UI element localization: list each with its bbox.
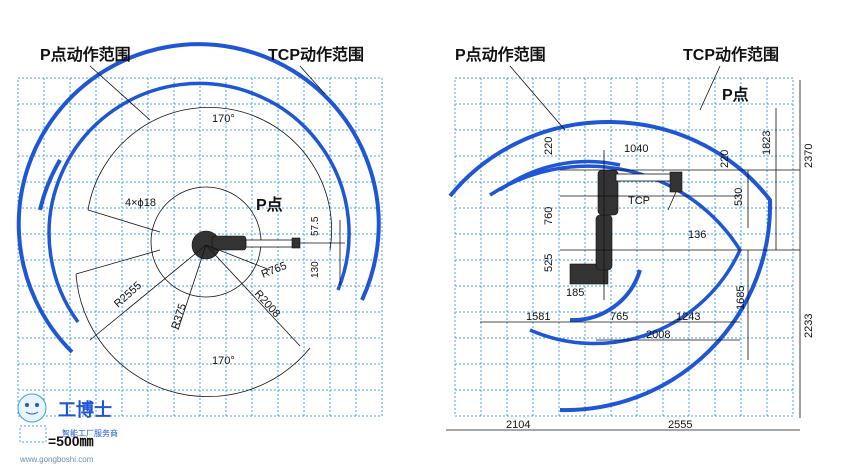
left-view: P点动作范围 TCP动作范围 170° 170° 4×ϕ18 P点 57.5 1… [16, 42, 383, 417]
left-r2008: R2008 [252, 288, 283, 320]
left-robot [191, 230, 301, 260]
left-inner-range [75, 106, 333, 397]
right-dim-2233: 2233 [803, 314, 815, 338]
right-tcp-arc [448, 119, 773, 413]
left-dim-575: 57.5 [310, 216, 321, 236]
left-dim-130: 130 [310, 261, 321, 278]
legend: 工博士 智能工厂服务商 =500㎜ www.gongboshi.com [17, 393, 118, 464]
right-inner-loop [569, 269, 642, 323]
right-dim-1243: 1243 [676, 311, 700, 323]
left-holes-label: 4×ϕ18 [125, 197, 156, 209]
left-r375-line [177, 244, 207, 331]
right-dim-220-a: 220 [543, 137, 555, 155]
left-r375: R375 [169, 302, 189, 331]
scale-square [19, 425, 47, 443]
left-angle-bottom: 170° [212, 355, 235, 367]
right-dim-530: 530 [733, 188, 745, 206]
right-dim-136: 136 [688, 229, 706, 241]
right-dim-2370: 2370 [803, 144, 815, 168]
right-dim-1581: 1581 [526, 311, 550, 323]
left-grid [17, 77, 383, 417]
left-tcp-arc-cap [38, 158, 62, 211]
left-tcp-range-title: TCP动作范围 [268, 45, 364, 64]
right-dim-185: 185 [566, 287, 584, 299]
right-view: P点动作范围 TCP动作范围 P点 TCP 220 1040 220 1823 … [446, 45, 815, 431]
right-dim-1040: 1040 [624, 143, 648, 155]
watermark-brand: 工博士 [58, 399, 112, 420]
left-p-leader [89, 65, 151, 121]
right-dim-765: 765 [610, 311, 628, 323]
right-dim-760: 760 [543, 207, 555, 225]
right-dim-220-b: 220 [719, 150, 731, 168]
left-r765: R765 [260, 260, 289, 281]
watermark-url: www.gongboshi.com [19, 455, 94, 464]
left-p-range-title: P点动作范围 [40, 45, 131, 64]
right-tcp-label: TCP [628, 195, 650, 207]
right-dim-2555: 2555 [668, 419, 692, 431]
left-r2555-line [89, 244, 207, 341]
left-r2008-line [205, 244, 301, 347]
right-tcp-range-title: TCP动作范围 [683, 45, 779, 64]
right-tcp-leader [699, 65, 721, 111]
left-r2555: R2555 [112, 280, 144, 311]
right-dim-1685: 1685 [735, 286, 747, 310]
right-dim-525: 525 [543, 254, 555, 272]
right-p-leader [509, 65, 566, 131]
right-p-range-title: P点动作范围 [455, 45, 546, 64]
right-dim-1823: 1823 [761, 131, 773, 155]
right-dim-2008: 2008 [646, 329, 670, 341]
left-p-arc [47, 81, 351, 324]
right-p-inner-arc [498, 159, 621, 192]
right-grid [454, 77, 794, 417]
watermark-logo [17, 393, 47, 423]
left-angle-top: 170° [212, 113, 235, 125]
left-tcp-leader [299, 65, 326, 95]
scale-label: =500㎜ [48, 433, 94, 449]
watermark-sub: 智能工厂服务商 [62, 428, 118, 438]
right-p-point-label: P点 [722, 85, 749, 104]
left-p-point-label: P点 [256, 195, 283, 214]
left-r765-line [205, 244, 271, 271]
left-tcp-arc [16, 42, 381, 354]
right-robot [569, 169, 683, 285]
right-dim-2104: 2104 [506, 419, 530, 431]
